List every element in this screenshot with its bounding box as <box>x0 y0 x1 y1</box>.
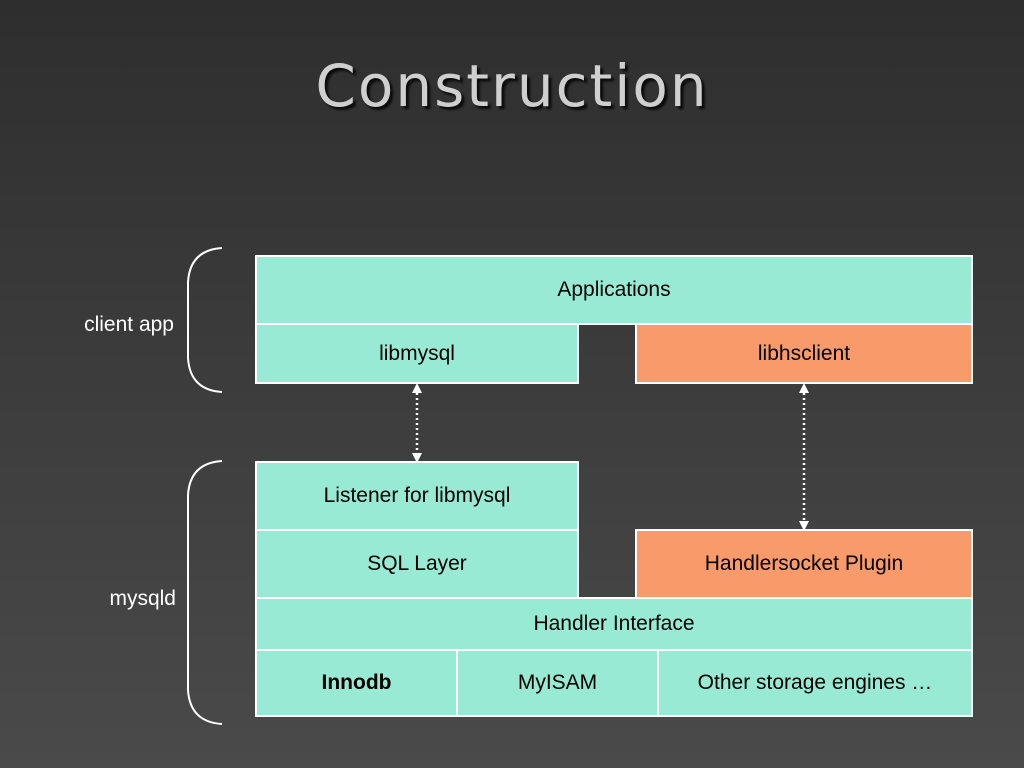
handlersocket-plugin-box: Handlersocket Plugin <box>635 529 973 599</box>
other-engines-box: Other storage engines … <box>657 649 973 717</box>
client-app-label: client app <box>84 313 174 336</box>
slide-title: Construction <box>315 52 709 120</box>
libmysql-box: libmysql <box>255 323 579 384</box>
libhsclient-box: libhsclient <box>635 323 973 384</box>
listener-box: Listener for libmysql <box>255 461 579 531</box>
handler-interface-box: Handler Interface <box>255 597 973 651</box>
innodb-box: Innodb <box>255 649 458 717</box>
sql-layer-box: SQL Layer <box>255 529 579 599</box>
client-app-brace <box>187 247 223 393</box>
myisam-box: MyISAM <box>456 649 659 717</box>
applications-box: Applications <box>255 255 973 325</box>
mysqld-brace <box>187 460 223 725</box>
mysqld-label: mysqld <box>109 587 176 610</box>
